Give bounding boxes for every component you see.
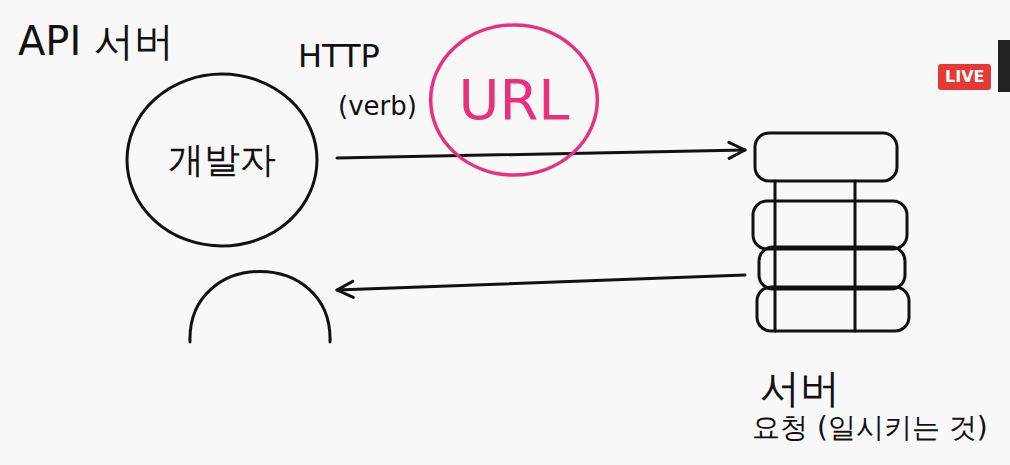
node-text: URL: [458, 68, 569, 132]
flow-arrow: [337, 275, 745, 290]
node-text: 개발자: [168, 139, 276, 180]
person-head: [127, 74, 317, 246]
live-badge: LIVE: [938, 64, 991, 90]
flow-arrow: [337, 150, 745, 158]
protocol-label: HTTP: [298, 38, 380, 75]
edge-strip: [998, 40, 1010, 92]
server-unit: [755, 133, 897, 181]
rack-rail: [854, 181, 857, 331]
server-unit: [759, 247, 905, 289]
person-figure: 개발자: [127, 70, 337, 345]
highlight-circle: [431, 25, 598, 175]
server-outline: [745, 125, 910, 335]
request-note: 요청 (일시키는 것): [752, 412, 988, 444]
verb-label: (verb): [338, 92, 417, 122]
rack-rail: [774, 181, 777, 331]
server-unit: [757, 287, 909, 331]
title-note: API 서버: [18, 18, 174, 64]
url-circle: URL: [434, 25, 594, 175]
person-outline: [127, 70, 337, 345]
server-stack: 서버: [745, 125, 910, 335]
person-body: [190, 272, 330, 343]
node-text: 서버: [760, 365, 840, 411]
